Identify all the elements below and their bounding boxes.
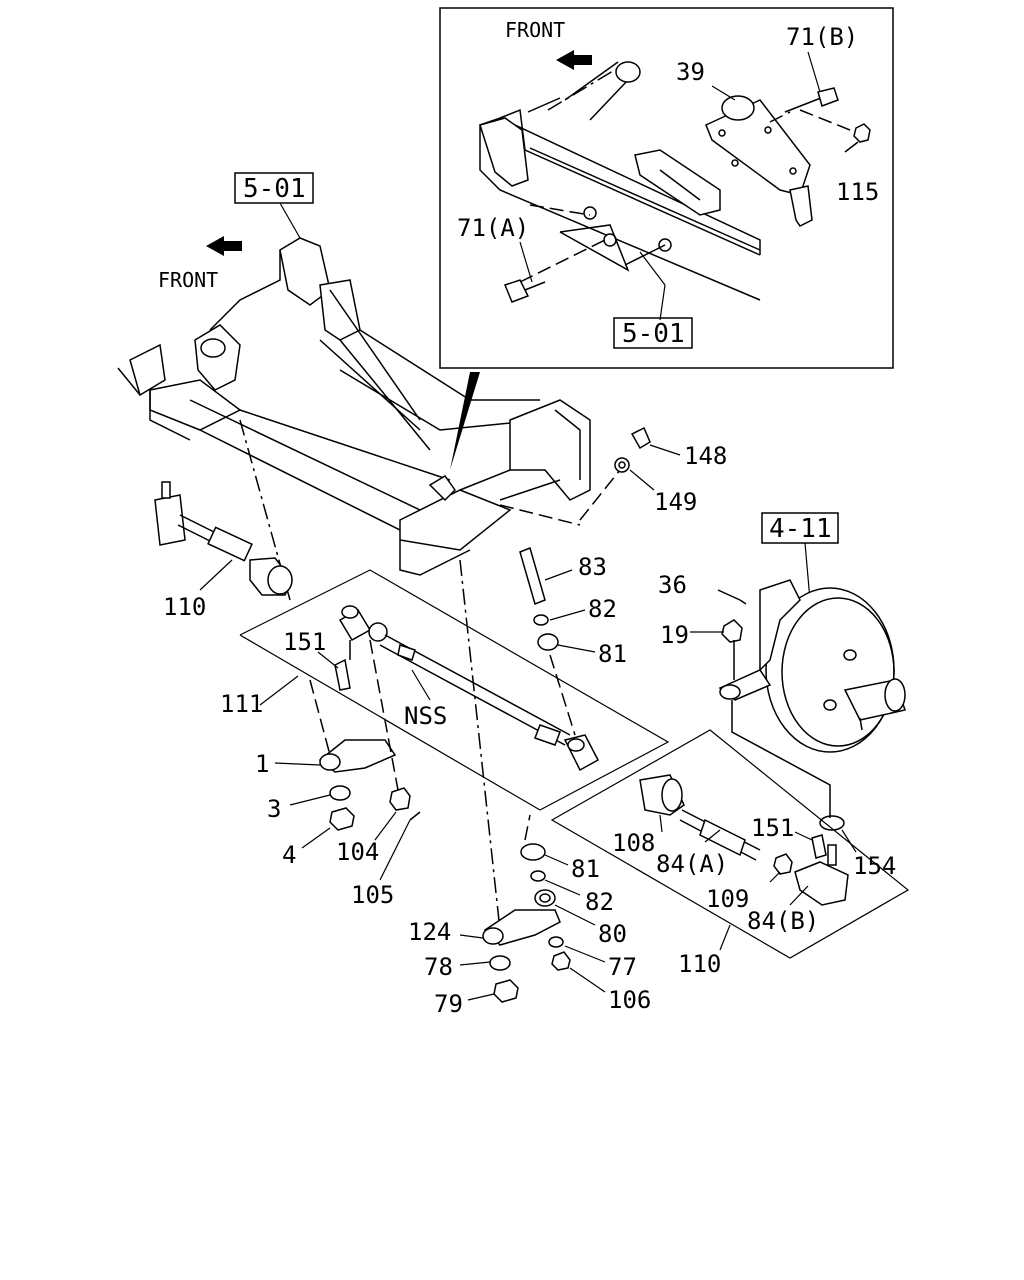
idler-arm-1 xyxy=(309,605,399,791)
main-frame-assembly: 5-01 FRONT xyxy=(117,172,621,931)
part-label-104: 104 xyxy=(336,838,379,866)
part-label-111: 111 xyxy=(220,690,263,718)
tie-rod-assembly-110-upper xyxy=(154,481,293,596)
part-label-79: 79 xyxy=(434,990,463,1018)
tie-rod-84a xyxy=(679,809,761,861)
subassembly-110-outline xyxy=(550,700,910,959)
tie-rod-end-84b xyxy=(789,844,849,906)
relay-rod-nss xyxy=(368,622,600,772)
inset-nut-115 xyxy=(799,109,871,153)
o-ring-81-upper xyxy=(537,633,596,736)
part-label-19: 19 xyxy=(660,621,689,649)
part-label-109: 109 xyxy=(706,885,749,913)
part-label-36: 36 xyxy=(658,571,687,599)
part-label-105: 105 xyxy=(351,881,394,909)
inset-frame-rail xyxy=(479,108,761,301)
cotter-pin-36 xyxy=(717,589,747,605)
inset-lower-bracket xyxy=(634,149,721,216)
part-label-81-lower: 81 xyxy=(571,855,600,883)
part-label-151-lower: 151 xyxy=(751,814,794,842)
main-ref-frame-label: 5-01 xyxy=(243,174,306,204)
o-ring-154 xyxy=(819,815,857,853)
part-label-149: 149 xyxy=(654,488,697,516)
part-label-71a: 71(A) xyxy=(457,214,529,242)
nut-19 xyxy=(690,619,743,680)
nut-109 xyxy=(769,853,793,883)
nut-106 xyxy=(551,951,606,993)
part-label-84a: 84(A) xyxy=(656,850,728,878)
main-front-label: FRONT xyxy=(158,268,218,292)
stud-83 xyxy=(519,546,573,606)
part-label-115: 115 xyxy=(836,178,879,206)
part-label-83: 83 xyxy=(578,553,607,581)
part-label-1: 1 xyxy=(255,750,269,778)
nss-label: NSS xyxy=(404,702,447,730)
pitman-arm-124 xyxy=(459,909,561,946)
part-label-124: 124 xyxy=(408,918,451,946)
part-label-108: 108 xyxy=(612,829,655,857)
part-label-3: 3 xyxy=(267,795,281,823)
washer-82-lower xyxy=(530,870,581,896)
grease-fitting-151-upper xyxy=(317,651,351,691)
o-ring-81-lower xyxy=(520,814,569,866)
part-label-78: 78 xyxy=(424,953,453,981)
bolt-148 xyxy=(630,426,681,456)
part-label-110-upper: 110 xyxy=(163,593,206,621)
inset-front-label: FRONT xyxy=(505,18,565,42)
subassembly-111-outline xyxy=(239,569,670,811)
knuckle-hub-4-11: 4-11 xyxy=(718,512,906,753)
part-label-151-upper: 151 xyxy=(283,628,326,656)
part-label-110-lower: 110 xyxy=(678,950,721,978)
nut-104 xyxy=(374,787,411,841)
part-label-148: 148 xyxy=(684,442,727,470)
washer-149 xyxy=(614,457,655,491)
tie-rod-end-108 xyxy=(639,774,685,833)
part-label-106: 106 xyxy=(608,986,651,1014)
inset-idler-bracket xyxy=(705,95,813,227)
washer-82-upper xyxy=(533,609,586,626)
main-front-arrow-icon xyxy=(206,236,242,256)
inset-ref-frame-label: 5-01 xyxy=(622,319,685,349)
part-label-4: 4 xyxy=(282,841,296,869)
part-label-77: 77 xyxy=(608,953,637,981)
ref-hub-label: 4-11 xyxy=(769,514,832,544)
part-label-81-upper: 81 xyxy=(598,640,627,668)
part-label-154: 154 xyxy=(853,852,896,880)
inset-detail-panel: FRONT xyxy=(439,7,894,369)
part-label-80: 80 xyxy=(598,920,627,948)
front-arrow-icon xyxy=(556,50,592,70)
part-label-82-lower: 82 xyxy=(585,888,614,916)
nut-79 xyxy=(467,979,519,1003)
part-label-39: 39 xyxy=(676,58,705,86)
part-label-82-upper: 82 xyxy=(588,595,617,623)
bushing-80 xyxy=(534,889,596,926)
inset-bolt-71a xyxy=(504,204,672,303)
inset-pointer xyxy=(450,372,480,470)
washer-77 xyxy=(548,936,606,963)
washer-78 xyxy=(459,955,511,971)
nut-4 xyxy=(301,807,355,849)
part-label-71b: 71(B) xyxy=(786,23,858,51)
inset-cross-tube xyxy=(527,61,641,121)
part-label-84b: 84(B) xyxy=(747,907,819,935)
grease-fitting-151-lower xyxy=(794,831,827,859)
inset-bolt-71b xyxy=(769,87,839,123)
washer-3 xyxy=(289,785,351,806)
cotter-pin-105 xyxy=(379,811,421,881)
